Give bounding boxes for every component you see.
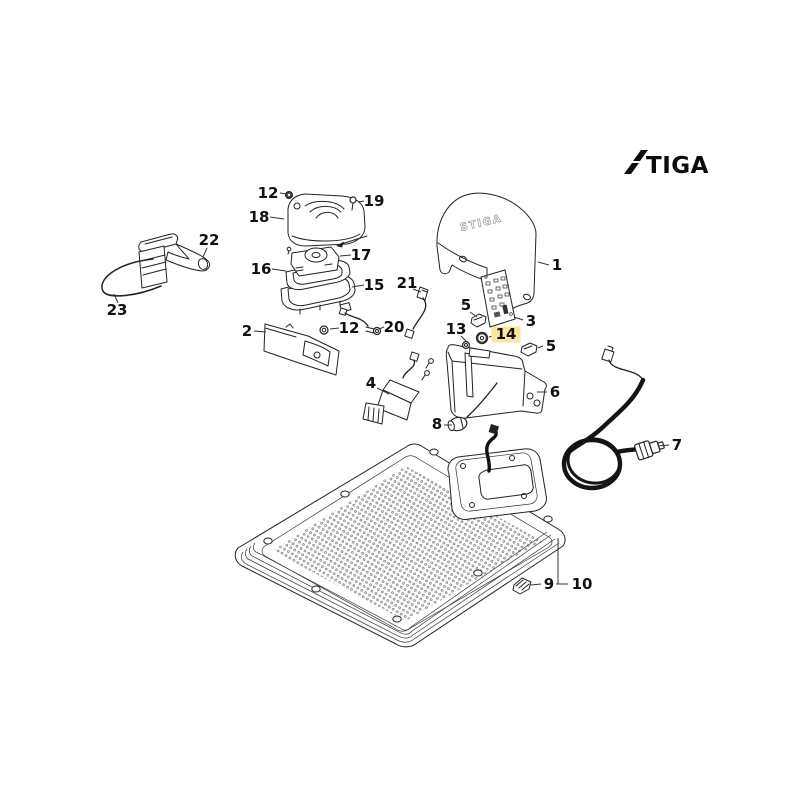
logo-slash-top [633, 150, 648, 161]
part-label-14[interactable]: 14 [496, 325, 517, 343]
sensor-21 [404, 286, 429, 339]
leader-line-3 [513, 316, 524, 321]
part-label-23[interactable]: 23 [107, 301, 128, 319]
insert-direction-arrow [336, 235, 368, 248]
keypad-module [286, 246, 340, 277]
part-label-20[interactable]: 20 [384, 318, 405, 336]
clip-part [512, 577, 532, 595]
platform-cable [485, 430, 498, 473]
part-label-5a[interactable]: 5 [461, 296, 471, 314]
leader-line-15 [351, 284, 365, 288]
display-housing [445, 344, 547, 432]
grommet-highlight-part [475, 331, 489, 345]
handle-bracket [138, 233, 210, 289]
part-label-21[interactable]: 21 [397, 274, 418, 292]
leader-line-19 [357, 200, 365, 203]
part-label-16[interactable]: 16 [251, 260, 272, 278]
part-label-18[interactable]: 18 [249, 208, 270, 226]
logo-text: TIGA [646, 153, 709, 179]
leader-line-12a [279, 192, 288, 195]
part-label-15[interactable]: 15 [364, 276, 385, 294]
leader-line-2 [253, 330, 267, 333]
leader-line-23 [113, 293, 119, 304]
leader-line-4 [376, 387, 390, 395]
leader-line-5a [469, 311, 478, 318]
part-label-12a[interactable]: 12 [258, 184, 279, 202]
part-label-17[interactable]: 17 [351, 246, 372, 264]
part-label-2[interactable]: 2 [242, 322, 252, 340]
platform-cable-connector [488, 424, 499, 435]
part-label-5b[interactable]: 5 [546, 337, 556, 355]
screw-20 [365, 326, 382, 336]
leader-line-22 [202, 247, 208, 258]
screw-19 [349, 196, 357, 211]
nut-top [285, 191, 293, 199]
label-highlight-14 [491, 326, 521, 343]
leader-line-13 [460, 335, 467, 342]
deck-mounting-platform [447, 424, 547, 520]
cable-plug [634, 440, 665, 461]
part-label-12b[interactable]: 12 [339, 319, 360, 337]
part-label-1[interactable]: 1 [552, 256, 562, 274]
washer [462, 341, 471, 350]
part-label-3[interactable]: 3 [526, 312, 536, 330]
part-label-13[interactable]: 13 [446, 320, 467, 338]
part-label-7[interactable]: 7 [672, 436, 682, 454]
leader-line-21 [412, 288, 422, 293]
part-label-22[interactable]: 22 [199, 231, 220, 249]
chute-bracket [362, 351, 434, 425]
pcb-bracket-right [520, 342, 538, 357]
stiga-logo: TIGA [624, 150, 709, 179]
power-cable [561, 345, 665, 491]
keypad-base-frame [280, 274, 369, 327]
leader-line-18 [269, 216, 285, 220]
logo-slash-bottom [624, 163, 639, 174]
leader-line-16 [271, 268, 287, 272]
flap-panel [263, 323, 340, 376]
leader-line-9 [530, 583, 542, 586]
leader-line-5b [537, 345, 544, 349]
keypad-top-cover [287, 193, 366, 247]
leader-line-17 [339, 254, 352, 257]
part-label-9[interactable]: 9 [544, 575, 554, 593]
part-label-19[interactable]: 19 [364, 192, 385, 210]
leader-line-1 [537, 261, 550, 266]
part-label-4[interactable]: 4 [366, 374, 376, 392]
leader-line-20 [378, 326, 385, 330]
bail-wire [101, 258, 162, 297]
nut-mid [319, 325, 329, 335]
circuit-board [480, 269, 516, 328]
leader-line-12b [329, 327, 340, 330]
part-label-10[interactable]: 10 [572, 575, 593, 593]
part-label-8[interactable]: 8 [432, 415, 442, 433]
pcb-bracket-left [470, 313, 487, 328]
leader-line-7 [657, 444, 670, 447]
part-label-6[interactable]: 6 [550, 383, 560, 401]
housing-cable-plug [447, 416, 468, 432]
control-top-cover: STIGA [436, 192, 537, 321]
deck-screw-holes [263, 448, 553, 623]
